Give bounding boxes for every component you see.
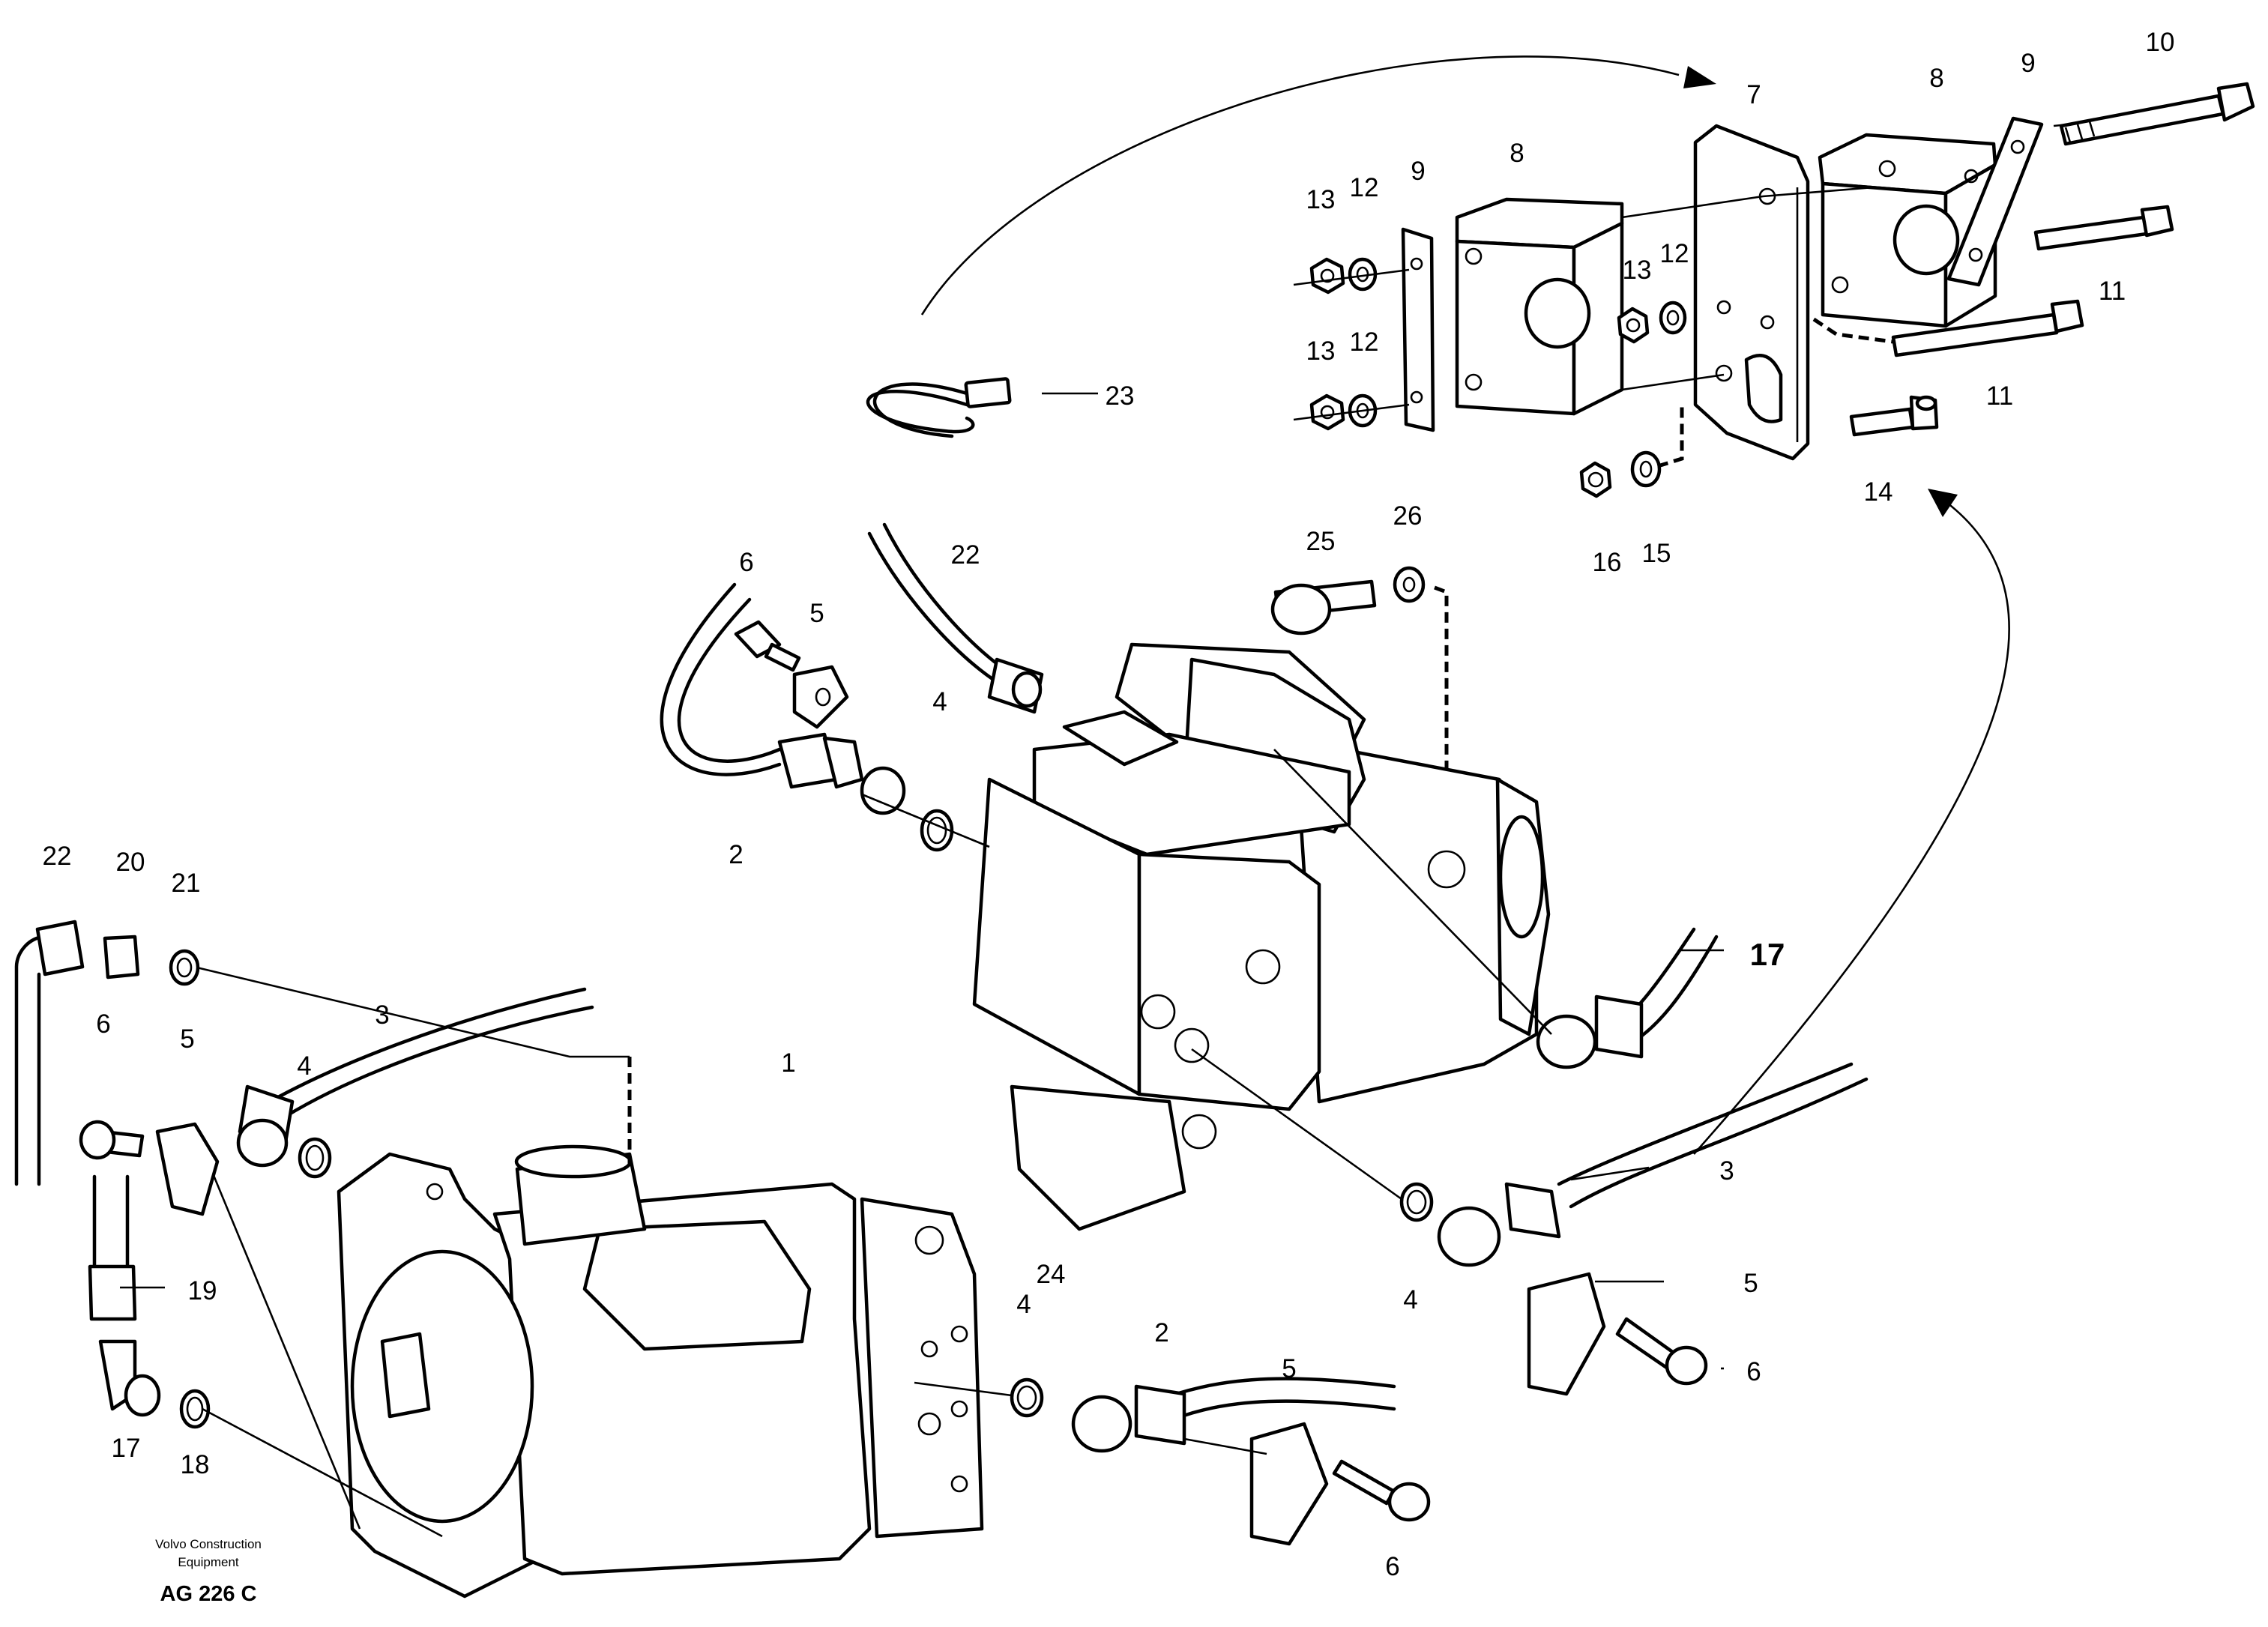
label-6: 6 bbox=[739, 548, 753, 577]
label-10: 10 bbox=[2146, 28, 2175, 57]
label-4: 4 bbox=[932, 687, 947, 716]
label-5: 5 bbox=[1282, 1354, 1296, 1383]
mounting-bracket-assembly bbox=[1293, 82, 2255, 498]
label-14: 14 bbox=[1864, 477, 1893, 507]
label-3: 3 bbox=[375, 1000, 389, 1030]
label-17: 17 bbox=[112, 1434, 141, 1463]
center-pump-unit bbox=[972, 642, 1551, 1231]
label-3: 3 bbox=[1719, 1156, 1734, 1186]
label-9: 9 bbox=[2021, 49, 2035, 78]
label-20: 20 bbox=[116, 848, 145, 877]
label-1: 1 bbox=[781, 1048, 795, 1078]
bolt-washer-set bbox=[1270, 566, 1449, 877]
label-13: 13 bbox=[1306, 336, 1336, 366]
label-12: 12 bbox=[1350, 327, 1379, 357]
label-5: 5 bbox=[180, 1024, 194, 1054]
label-19: 19 bbox=[188, 1276, 217, 1305]
label-22: 22 bbox=[951, 540, 980, 570]
label-13: 13 bbox=[1623, 256, 1652, 285]
credit-line-1: Volvo Construction bbox=[155, 1537, 262, 1551]
label-6: 6 bbox=[1746, 1357, 1761, 1386]
label-13: 13 bbox=[1306, 185, 1336, 214]
label-8: 8 bbox=[1929, 64, 1943, 93]
cable-tie bbox=[866, 377, 1012, 438]
label-25: 25 bbox=[1306, 527, 1336, 556]
part-number-labels: 10 9 8 7 9 8 13 12 13 12 13 12 11 11 23 … bbox=[43, 28, 2175, 1581]
label-8: 8 bbox=[1510, 139, 1524, 168]
label-17: 17 bbox=[1750, 937, 1785, 972]
lower-hoses bbox=[914, 1377, 1431, 1546]
label-9: 9 bbox=[1411, 157, 1425, 186]
label-4: 4 bbox=[297, 1051, 311, 1081]
credit-block: Volvo Construction Equipment AG 226 C bbox=[155, 1537, 262, 1606]
left-hoses bbox=[14, 920, 594, 1538]
label-22: 22 bbox=[43, 842, 72, 871]
label-11: 11 bbox=[2099, 277, 2126, 306]
center-hoses bbox=[660, 522, 1869, 1396]
figure-code: AG 226 C bbox=[160, 1582, 257, 1606]
label-7: 7 bbox=[1746, 80, 1761, 109]
label-4: 4 bbox=[1403, 1285, 1417, 1314]
label-6: 6 bbox=[1385, 1552, 1399, 1581]
label-21: 21 bbox=[172, 869, 201, 898]
credit-line-2: Equipment bbox=[178, 1555, 239, 1569]
label-5: 5 bbox=[1743, 1269, 1758, 1298]
label-18: 18 bbox=[181, 1450, 210, 1479]
label-12: 12 bbox=[1660, 239, 1689, 268]
label-11: 11 bbox=[1986, 381, 2013, 411]
label-2: 2 bbox=[729, 840, 743, 869]
main-pump-unit bbox=[187, 964, 984, 1599]
label-4: 4 bbox=[1016, 1290, 1031, 1319]
label-16: 16 bbox=[1593, 548, 1622, 577]
reference-curves bbox=[920, 55, 2010, 1155]
label-23: 23 bbox=[1106, 381, 1135, 411]
label-24: 24 bbox=[1037, 1260, 1066, 1289]
top-clamp-fitting bbox=[734, 620, 849, 729]
label-2: 2 bbox=[1154, 1318, 1168, 1347]
label-5: 5 bbox=[809, 599, 824, 628]
leader-lines bbox=[120, 123, 2069, 1370]
label-12: 12 bbox=[1350, 173, 1379, 202]
label-6: 6 bbox=[96, 1009, 110, 1039]
nut-washer-set bbox=[1309, 257, 1687, 498]
label-15: 15 bbox=[1642, 539, 1671, 568]
label-26: 26 bbox=[1393, 501, 1423, 531]
